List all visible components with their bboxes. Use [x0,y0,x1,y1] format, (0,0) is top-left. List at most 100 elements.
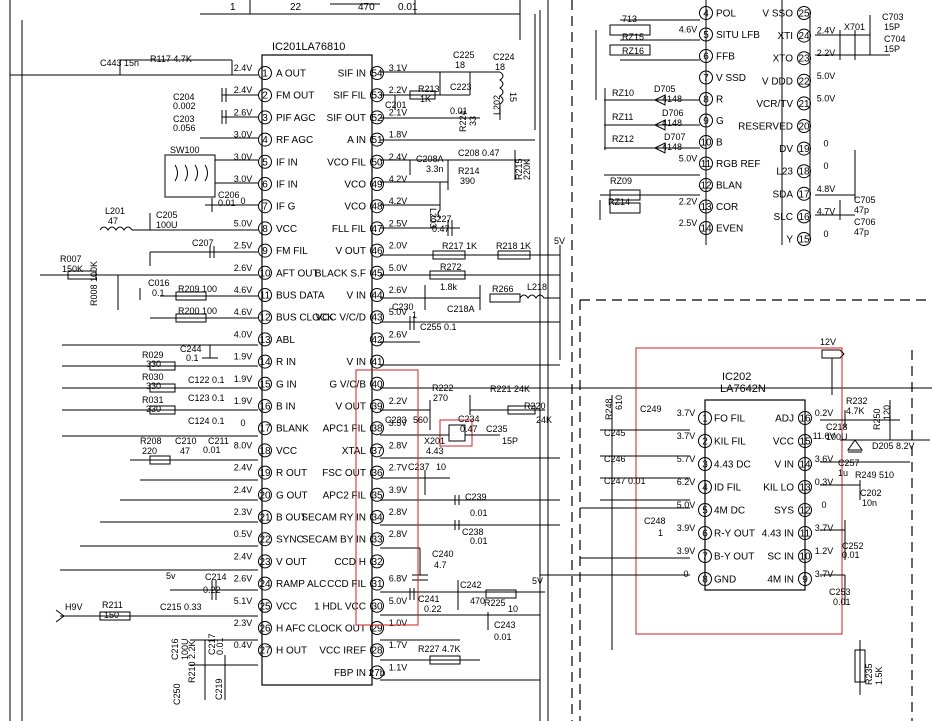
middle-pin-number: 12 [700,181,712,192]
ic201-right-pin-circle [370,576,384,591]
sw100-label: SW100 [170,145,200,155]
ic202-left-pin-circle [698,480,712,494]
middle-pin-circle [699,70,713,85]
ic201-left-pin-name: RF AGC [276,135,313,146]
right-pin-circle [797,186,811,201]
ic201-right-components: C225 18 C224 18 15 R213 1K C201 C223 0.0… [355,50,932,681]
right-pin-voltage: 2.4V [817,26,836,36]
right-pin-number: 20 [798,122,810,133]
c205-value: 100U [156,220,178,230]
right-pin-voltage: 0 [823,139,828,149]
ic202-left-pin-voltage: 5.0V [677,500,696,510]
ic201-left-pin-circle [258,199,272,214]
right-pin-number: 18 [798,167,810,178]
ic201-left-pin-name: V OUT [276,557,307,568]
ic201-right-pin-40: 40G V/C/B [329,376,384,391]
c252-value: 0.01 [842,550,860,560]
ic201-right-pin-number: 28 [371,646,383,657]
c705-label: C705 [854,195,876,205]
ic201-right-pin-circle [370,487,384,502]
c227-value: 0.47 [432,224,450,234]
ic201-left-pin-name: B IN [276,402,295,413]
ic202-right-pin-circle [798,549,812,563]
ic202-left-pin-number: 1 [702,414,708,425]
ic201-right-pin-circle [370,598,384,613]
r211-value: 150 [104,610,119,620]
ic201-right-pin-number: 52 [371,113,383,124]
r225-value: 10 [508,604,518,614]
ic201-right-pin-circle [370,199,384,214]
r030-value: 330 [146,381,161,391]
ic201-right-pin-name: CLOCK OUT [308,624,366,635]
ic202-right-pin-number: 9 [802,575,808,586]
middle-pin-voltage: 2.2V [679,197,698,207]
c210-value: 47 [180,446,190,456]
c219-label: C219 [214,678,224,700]
c238-label: C238 [462,527,484,537]
rz11-label: RZ11 [612,112,633,122]
ic201-right-pin-circle [370,376,384,391]
ic202-left-pin-name: ID FIL [714,483,742,494]
ic201-left-pin-number: 12 [259,313,271,324]
ic201-left-pin-circle [258,465,272,480]
v5-label: 5V [554,236,565,246]
x201-label: X201 [424,436,445,446]
right-pin-circle [797,51,811,66]
rz12-label: RZ12 [612,134,634,144]
ic201-right-pin-number: 27b [369,668,386,679]
ic202-left-pin-number: 3 [702,460,708,471]
ic202-highlight [635,347,843,635]
ic201-left-pin-circle [258,221,272,236]
ic201-left-pin-name: BUS CLOCK [276,313,334,324]
r227-label: R227 4.7K [418,644,461,654]
ic201-right-pin-number: 51 [371,135,383,146]
d707-label: D707 [664,132,686,142]
ic201-right-pin-circle [370,243,384,258]
ic202-left-pin-voltage: 3.7V [677,431,696,441]
r248-value: 610 [614,395,624,410]
r209-label: R209 100 [178,284,217,294]
ic202-left-pin-name: 4.43 DC [714,460,751,471]
middle-pin-number: 7 [703,73,709,84]
ic201-left-pin-number: 8 [262,224,268,235]
c241-value: 0.22 [424,604,442,614]
ic201-right-pin-circle [370,154,384,169]
c216-value: 100U [180,638,190,660]
middle-pin-name: RGB REF [716,159,760,170]
ic201-left-pin-voltage: 5.0V [234,218,253,228]
ic202-left-pin-circle [698,457,712,471]
ic201-right-pin-voltage: 2.2V [389,396,408,406]
ic201-left-pin-circle [258,421,272,436]
ic201-right-pin-circle [370,443,384,458]
ic201-left-pin-circle [258,554,272,569]
ic201-left-pin-voltage: 2.5V [234,241,253,251]
ic202-left-pin-voltage: 3.7V [677,408,696,418]
l218-label: L218 [527,282,547,292]
ic202-right-pin-name: KIL LO [763,483,794,494]
ic201-right-pin-number: 54 [371,69,383,80]
c123-label: C123 0.1 [188,393,225,403]
ic201-left-pin-name: VCC [276,224,297,235]
ic202-left-pin-name: FO FIL [714,414,746,425]
ic201-right-pin-number: 46 [371,246,383,257]
ic202-left-pin-voltage: 5.7V [677,454,696,464]
ic201-right-pin-name: FSC OUT [322,468,366,479]
right-pin-circle [797,164,811,179]
ic201-right-pin-51: 51A IN1.8V [347,130,407,147]
c257-value: 1u [838,468,848,478]
ic201-right-pin-name: SECAM RY IN [301,513,366,524]
